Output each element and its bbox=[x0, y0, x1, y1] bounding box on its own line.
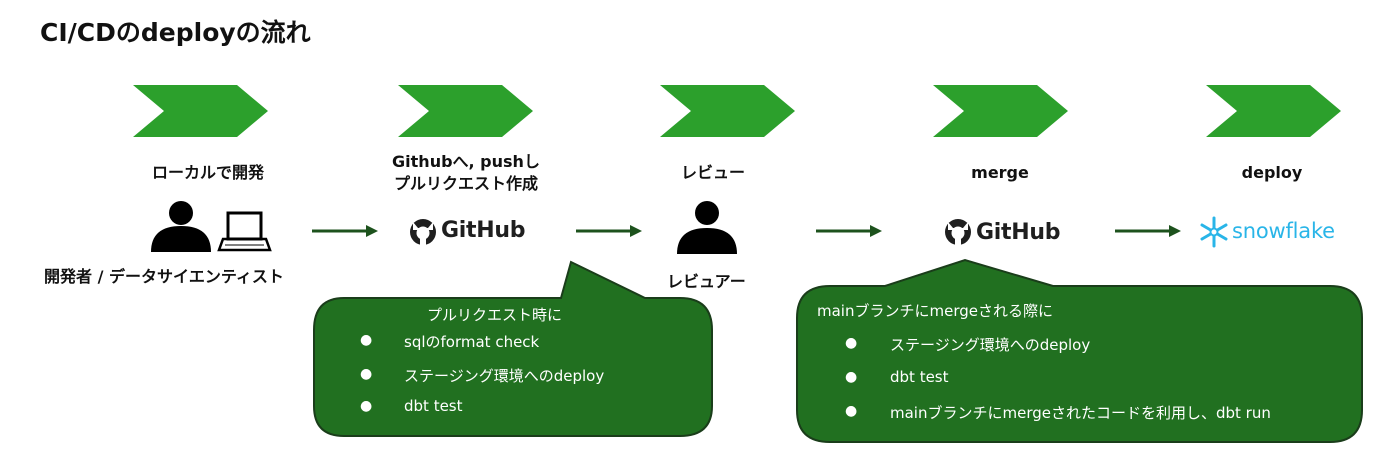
merge-callout-heading: mainブランチにmergeされる際に bbox=[817, 302, 1053, 320]
stage-4-chevron-icon bbox=[933, 85, 1068, 137]
arrow-right-icon bbox=[312, 225, 378, 237]
bullet-dot: ● bbox=[845, 369, 858, 385]
github-logo-text: GitHub bbox=[441, 218, 526, 243]
arrow-right-icon bbox=[576, 225, 642, 237]
merge-callout-item: mainブランチにmergeされたコードを利用し、dbt run bbox=[890, 404, 1271, 422]
bullet-dot: ● bbox=[360, 398, 373, 414]
github-logo-text: GitHub bbox=[976, 220, 1061, 245]
bullet-dot: ● bbox=[845, 403, 858, 419]
reviewer-label: レビュアー bbox=[667, 272, 746, 291]
stage-label-deploy: deploy bbox=[1241, 163, 1303, 182]
stage-label-review: レビュー bbox=[680, 163, 745, 182]
snowflake-icon bbox=[1200, 216, 1228, 248]
stage-label-local-dev: ローカルで開発 bbox=[151, 163, 264, 182]
pr-callout-bubble bbox=[313, 260, 713, 437]
stage-2-chevron-icon bbox=[398, 85, 533, 137]
github-octocat-icon bbox=[945, 219, 971, 246]
arrow-right-icon bbox=[1115, 225, 1181, 237]
merge-callout-item: dbt test bbox=[890, 368, 949, 386]
bullet-dot: ● bbox=[360, 332, 373, 348]
page-title: CI/CDのdeployの流れ bbox=[40, 18, 311, 47]
pr-callout-heading: プルリクエスト時に bbox=[427, 306, 563, 324]
stage-label-push-pr: Githubへ, pushし プルリクエスト作成 bbox=[346, 151, 586, 195]
arrow-right-icon bbox=[816, 225, 882, 237]
stage-label-push-pr-line1: Githubへ, pushし bbox=[392, 152, 540, 171]
github-octocat-icon bbox=[410, 219, 436, 246]
reviewer-person-icon bbox=[677, 201, 737, 254]
developer-person-icon bbox=[151, 201, 211, 252]
pr-callout-item: dbt test bbox=[404, 397, 463, 415]
stage-3-chevron-icon bbox=[660, 85, 795, 137]
bullet-dot: ● bbox=[845, 335, 858, 351]
snowflake-logo-text: snowflake bbox=[1232, 219, 1335, 243]
developer-label: 開発者 / データサイエンティスト bbox=[44, 267, 284, 286]
stage-label-merge: merge bbox=[971, 163, 1029, 182]
stage-1-chevron-icon bbox=[133, 85, 268, 137]
stage-5-chevron-icon bbox=[1206, 85, 1341, 137]
pr-callout-item: sqlのformat check bbox=[404, 333, 540, 351]
bullet-dot: ● bbox=[360, 366, 373, 382]
pr-callout-item: ステージング環境へのdeploy bbox=[404, 367, 605, 385]
merge-callout-bubble bbox=[796, 258, 1363, 443]
stage-label-push-pr-line2: プルリクエスト作成 bbox=[393, 174, 538, 193]
merge-callout-item: ステージング環境へのdeploy bbox=[890, 336, 1091, 354]
laptop-icon bbox=[217, 211, 272, 252]
